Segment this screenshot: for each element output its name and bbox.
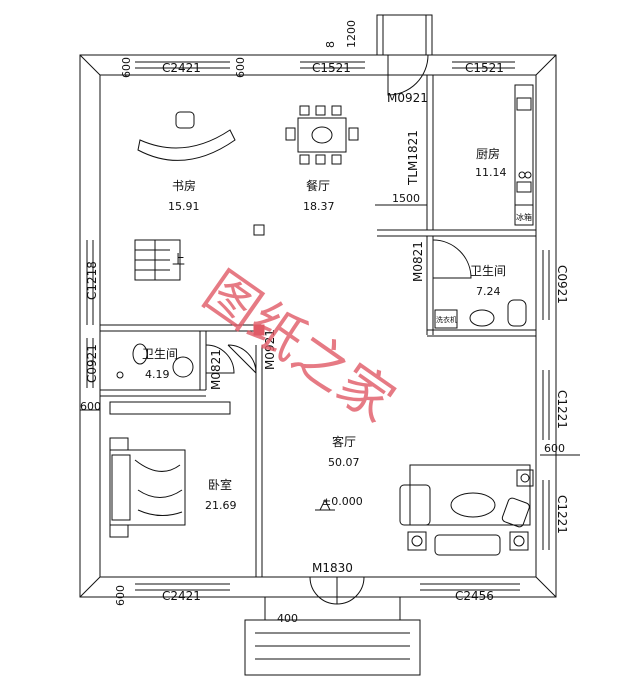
sofa-left: [399, 484, 431, 526]
bath-door-swing: [432, 239, 472, 279]
window-label-top-mid: C1521: [312, 61, 351, 75]
entry-door-swing: [387, 54, 429, 96]
bedroom-door-swing: [227, 344, 257, 375]
dim-600-left: 600: [80, 400, 101, 413]
door-label-kitchen: TLM1821: [406, 130, 420, 186]
dim-1200: 1200: [345, 20, 358, 48]
room-area-kitchen: 11.14: [475, 166, 507, 179]
dim-600-right: 600: [544, 442, 565, 455]
dim-600-bottom: 600: [114, 585, 127, 606]
inner-wall: [99, 74, 537, 578]
fridge-label: 冰箱: [516, 212, 532, 222]
window-label-right-low: C1221: [555, 495, 569, 534]
room-area-bath-left: 4.19: [145, 368, 170, 381]
washer: [434, 309, 458, 329]
bed: [109, 449, 186, 526]
window-label-top-right: C1521: [465, 61, 504, 75]
coffee-table: [450, 492, 496, 518]
dim-600-top-mid: 600: [234, 57, 247, 78]
level-mark: ±0.000: [322, 495, 363, 508]
room-label-dining: 餐厅: [306, 178, 330, 193]
front-steps: [244, 619, 421, 676]
kitchen-counter: [514, 84, 534, 226]
window-label-bottom-right: C2456: [455, 589, 494, 603]
window-label-right-mid: C1221: [555, 390, 569, 429]
stair-up-label: 上: [172, 253, 185, 268]
room-area-bath-right: 7.24: [476, 285, 501, 298]
watermark: 图纸之家: [193, 259, 406, 434]
door-label-entry-top: M0921: [387, 91, 428, 105]
door-label-bedroom: M0921: [263, 329, 277, 370]
window-label-left-upper: C1218: [85, 261, 99, 300]
room-label-kitchen: 厨房: [476, 146, 500, 161]
dim-400: 400: [277, 612, 298, 625]
room-area-living: 50.07: [328, 456, 360, 469]
window-label-right-bath: C0921: [555, 265, 569, 304]
room-label-bath-left: 卫生间: [142, 347, 178, 361]
dim-600-top-left: 600: [120, 57, 133, 78]
dining-table: [297, 117, 347, 153]
dim-1500: 1500: [392, 192, 420, 205]
door-label-main: M1830: [312, 561, 353, 575]
window-label-bottom-left: C2421: [162, 589, 201, 603]
sofa-area-rug: [409, 464, 531, 526]
room-area-study: 15.91: [168, 200, 200, 213]
basin: [469, 309, 495, 327]
room-label-bedroom: 卧室: [208, 477, 232, 492]
room-label-bath-right: 卫生间: [470, 264, 506, 278]
room-label-study: 书房: [172, 178, 196, 193]
room-label-living: 客厅: [332, 434, 356, 449]
study-desk: [137, 129, 236, 161]
window-label-top-left: C2421: [162, 61, 201, 75]
main-door-swing: [309, 576, 365, 605]
door-label-bath-right: M0821: [411, 241, 425, 282]
door-label-bath-left: M0821: [209, 349, 223, 390]
window-label-left-lower: C0921: [85, 344, 99, 383]
top-entry-projection: [376, 14, 433, 56]
washer-label: 洗衣机: [436, 315, 457, 324]
room-area-bedroom: 21.69: [205, 499, 237, 512]
dim-8: 8: [324, 41, 337, 48]
wardrobe: [109, 401, 231, 415]
outer-wall: [79, 54, 557, 598]
room-area-dining: 18.37: [303, 200, 335, 213]
sofa-bottom: [434, 534, 501, 556]
